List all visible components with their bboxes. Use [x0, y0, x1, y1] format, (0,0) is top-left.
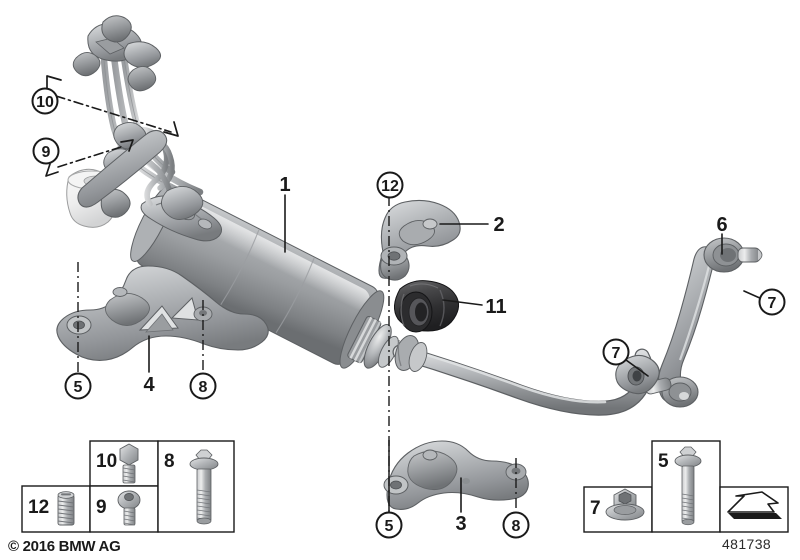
stabilizer-bar-collar — [394, 335, 428, 372]
hw-cell-8 — [157, 440, 235, 533]
callout-2-label: 2 — [493, 214, 504, 236]
harness-connector-upper — [87, 15, 161, 68]
callout-12-top-label: 12 — [381, 178, 399, 195]
callout-4-label: 4 — [143, 374, 155, 396]
callout-7-right-label: 7 — [768, 295, 777, 312]
callout-9[interactable]: 9 — [32, 137, 60, 165]
callout-5-bottom[interactable]: 5 — [375, 511, 403, 539]
callout-8-bottom-label: 8 — [512, 518, 521, 535]
hw-label-10: 10 — [96, 451, 117, 472]
flange-nut-icon — [605, 488, 645, 521]
callout-9-label: 9 — [42, 144, 51, 161]
callout-8-bottom[interactable]: 8 — [502, 511, 530, 539]
part-4-support-bracket — [56, 265, 269, 361]
hex-head-bolt-icon — [119, 443, 139, 484]
callout-5-left[interactable]: 5 — [64, 372, 92, 400]
hw-label-7: 7 — [590, 498, 601, 519]
hardware-box-right: 7 5 — [583, 440, 789, 533]
threaded-insert-icon — [57, 491, 75, 526]
copyright-notice: © 2016 BMW AG — [8, 538, 121, 555]
callout-11-label: 11 — [485, 296, 506, 318]
cable-harness-assembly — [72, 15, 204, 220]
callout-12-top[interactable]: 12 — [376, 171, 404, 199]
callout-7-left-label: 7 — [612, 345, 621, 362]
diagram-number: 481738 — [722, 536, 772, 552]
part-2-upper-bearing-bracket — [378, 199, 461, 281]
part-3-lower-bearing-bracket — [383, 440, 529, 510]
leader-10-heads — [46, 75, 179, 137]
leader-7-left — [625, 359, 649, 377]
callout-3-label: 3 — [455, 513, 466, 535]
callout-1-label: 1 — [279, 174, 290, 196]
callout-7-left[interactable]: 7 — [602, 338, 630, 366]
callout-10[interactable]: 10 — [31, 87, 59, 115]
hw-label-12: 12 — [28, 497, 49, 518]
flange-bolt-long-icon — [189, 449, 219, 525]
leader-10 — [55, 95, 172, 133]
leader-9 — [57, 145, 125, 168]
callout-10-label: 10 — [36, 94, 54, 111]
hw-label-8: 8 — [164, 451, 175, 472]
stabilizer-bar-end-eye — [615, 354, 660, 395]
hw-cell-12 — [21, 485, 91, 533]
part-6-stabilizer-link — [635, 237, 763, 408]
callout-markers: 10 9 12 7 7 5 — [31, 87, 786, 539]
callout-7-right[interactable]: 7 — [758, 288, 786, 316]
leader-11 — [442, 299, 483, 306]
callout-8-left[interactable]: 8 — [189, 372, 217, 400]
callout-5-left-label: 5 — [74, 379, 83, 396]
leader-9-heads — [45, 139, 134, 177]
direction-arrow-icon — [727, 491, 782, 519]
callout-6-label: 6 — [716, 214, 727, 236]
actuator-output-spline — [347, 315, 399, 369]
hw-label-5: 5 — [658, 451, 669, 472]
torx-button-screw-icon — [117, 490, 141, 526]
hardware-box-left: 12 10 9 8 — [21, 440, 235, 533]
leader-7-right — [743, 290, 763, 300]
harness-strap — [77, 130, 168, 208]
callout-8-left-label: 8 — [199, 379, 208, 396]
callout-5-bottom-label: 5 — [385, 518, 394, 535]
part-11-rubber-bushing — [394, 280, 460, 333]
flange-bolt-extralong-icon — [674, 446, 702, 526]
leader-lines — [45, 75, 763, 513]
hw-label-9: 9 — [96, 497, 107, 518]
